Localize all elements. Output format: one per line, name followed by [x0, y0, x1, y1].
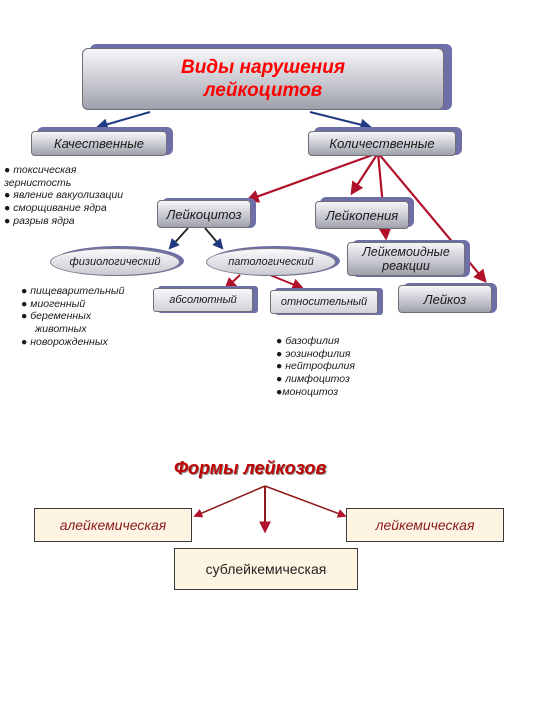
absolute-label: абсолютный: [169, 294, 237, 306]
pathological-items: ● базофилия ● эозинофилия ● нейтрофилия …: [276, 335, 355, 399]
qualitative-item: ● разрыв ядра: [4, 214, 75, 227]
title-line-2: лейкоцитов: [203, 80, 323, 101]
subleukemic-label: сублейкемическая: [205, 561, 327, 577]
arrow-title-to-quantitative: [309, 111, 373, 131]
physiological-item: ● миогенный: [21, 297, 86, 310]
subleukemic-box: сублейкемическая: [174, 548, 358, 590]
qualitative-items: ● токсическая зернистость ● явление ваку…: [4, 164, 123, 228]
arrow-forms-to-aleukemic: [193, 485, 266, 518]
leukemic-box: лейкемическая: [346, 508, 504, 542]
qualitative-box: Качественные: [31, 131, 167, 156]
arrow-pathological-to-relative: [269, 274, 305, 290]
arrow-title-to-qualitative: [95, 111, 151, 131]
relative-box: относительный: [270, 290, 378, 314]
quantitative-label: Количественные: [329, 136, 435, 151]
leukemoid-box: Лейкемоидные реакции: [347, 242, 465, 276]
leukopenia-box: Лейкопения: [315, 201, 409, 229]
physiological-item: ● беременных: [21, 310, 92, 323]
leukosis-label: Лейкоз: [423, 291, 467, 307]
qualitative-label: Качественные: [54, 136, 144, 151]
pathological-label: патологический: [228, 256, 314, 268]
qualitative-item: ● токсическая: [4, 164, 77, 176]
qualitative-item: зернистость: [4, 176, 72, 189]
absolute-box: абсолютный: [153, 288, 253, 312]
pathological-item: ● нейтрофилия: [276, 360, 356, 373]
physiological-oval: физиологический: [50, 248, 180, 276]
arrow-leukocytosis-to-pathological: [204, 227, 224, 250]
physiological-label: физиологический: [69, 256, 161, 268]
aleukemic-box: алейкемическая: [34, 508, 192, 542]
forms-title: Формы лейкозов: [174, 458, 327, 478]
leukemoid-line-1: Лейкемоидные: [362, 245, 450, 259]
arrow-quant-to-leukocytosis: [245, 151, 379, 203]
aleukemic-label: алейкемическая: [59, 517, 167, 533]
qualitative-item: ● сморщивание ядра: [4, 202, 107, 215]
arrow-quant-to-leukopenia: [350, 152, 379, 196]
qualitative-item: ● явление вакуолизации: [4, 189, 124, 202]
leukocytosis-box: Лейкоцитоз: [157, 200, 251, 228]
leukosis-box: Лейкоз: [398, 285, 492, 313]
leukemic-label: лейкемическая: [375, 517, 475, 533]
pathological-item: ● эозинофилия: [276, 347, 351, 360]
physiological-items: ● пищеварительный ● миогенный ● беременн…: [21, 285, 124, 349]
leukopenia-label: Лейкопения: [325, 207, 399, 223]
title-box: Виды нарушения лейкоцитов: [82, 48, 444, 110]
pathological-item: ● лимфоцитоз: [276, 373, 350, 386]
arrow-leukocytosis-to-physiological: [168, 227, 189, 250]
physiological-item: ● новорожденных: [21, 335, 108, 348]
pathological-item: ●моноцитоз: [276, 385, 339, 398]
pathological-oval: патологический: [206, 248, 336, 276]
pathological-item: ● базофилия: [276, 335, 340, 347]
arrow-forms-to-leukemic: [264, 485, 347, 518]
physiological-item: ● пищеварительный: [21, 285, 125, 297]
physiological-item: животных: [35, 323, 87, 336]
leukemoid-line-2: реакции: [382, 259, 430, 273]
relative-label: относительный: [280, 296, 368, 308]
title-line-1: Виды нарушения: [180, 57, 346, 78]
quantitative-box: Количественные: [308, 131, 456, 156]
arrow-pathological-to-absolute: [224, 274, 241, 290]
leukocytosis-label: Лейкоцитоз: [166, 206, 242, 222]
